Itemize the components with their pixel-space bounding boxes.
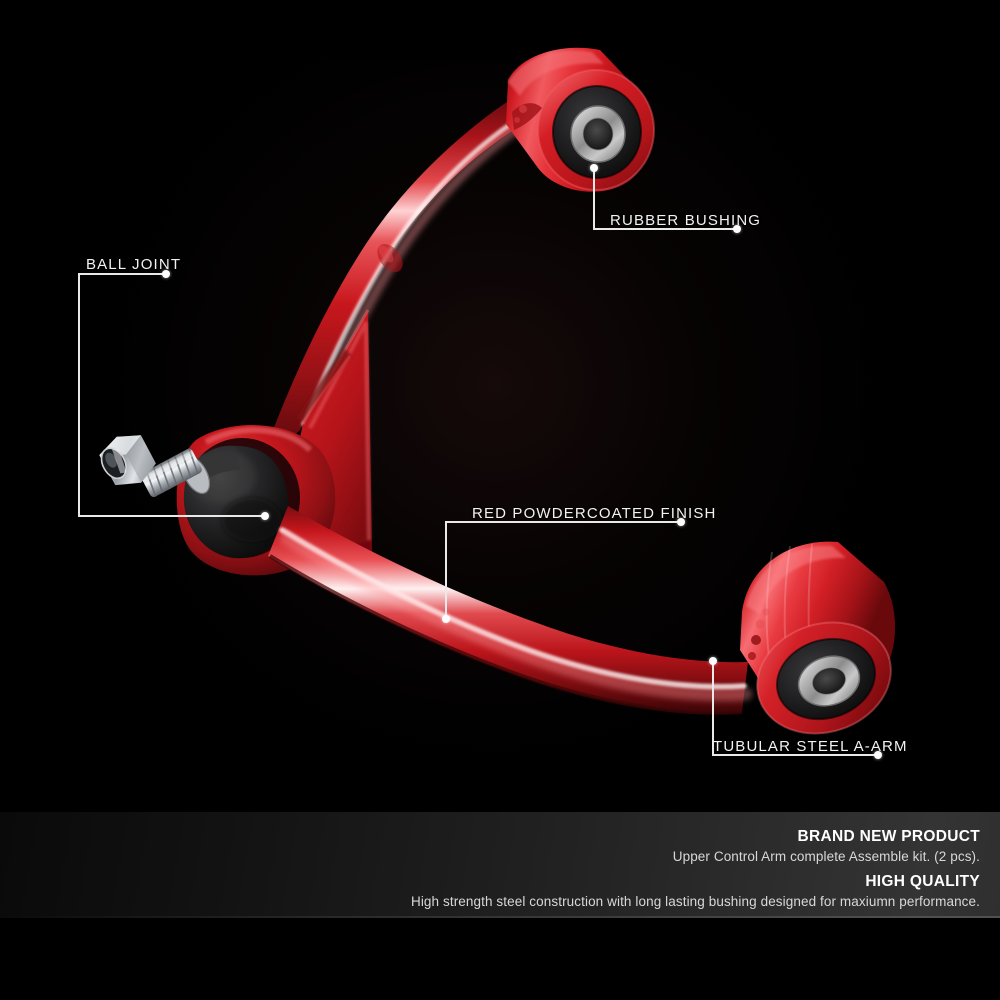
callout-tubular-steel-a-arm-label: TUBULAR STEEL A-ARM [713,738,908,755]
info-subtext-high-quality: High strength steel construction with lo… [410,894,980,910]
callout-tubular-steel-a-arm-dot-anchor [709,657,717,665]
callout-rubber-bushing-dot-anchor [590,164,598,172]
callout-red-powdercoated-finish-dot-label [677,518,685,526]
rubber-bushing-top [506,47,655,192]
callout-ball-joint-label: BALL JOINT [86,256,182,273]
product-info-band [0,812,1000,918]
callout-ball-joint-line-bottom [78,515,266,517]
rubber-bushing-lower [740,541,896,735]
callout-rubber-bushing-line-vertical [593,168,595,230]
callout-ball-joint-line-top [78,273,166,275]
callout-tubular-steel-a-arm-dot-label [874,751,882,759]
callout-rubber-bushing-line-bottom [593,228,737,230]
callout-red-powdercoated-finish-dot-anchor [442,615,450,623]
callout-red-powdercoated-finish-label: RED POWDERCOATED FINISH [472,505,717,522]
info-subtext-brand-new-product: Upper Control Arm complete Assemble kit.… [672,849,980,865]
info-heading-high-quality: HIGH QUALITY [865,873,980,890]
callout-red-powdercoated-finish-line-vertical [445,521,447,619]
info-block-brand-new-product: BRAND NEW PRODUCT Upper Control Arm comp… [673,827,980,867]
info-heading-brand-new-product: BRAND NEW PRODUCT [797,828,980,845]
lower-tube-arm [268,506,753,715]
callout-ball-joint-dot-label [162,270,170,278]
callout-rubber-bushing-dot-label [733,225,741,233]
callout-tubular-steel-a-arm-line-bottom [712,754,879,756]
callout-ball-joint-dot-anchor [261,512,269,520]
info-block-high-quality: HIGH QUALITY High strength steel constru… [411,872,980,912]
ball-joint-stud-and-nut [99,435,211,498]
callout-red-powdercoated-finish-line-top [445,521,682,523]
callout-tubular-steel-a-arm-line-vertical [712,661,714,756]
callout-ball-joint-line-vertical [78,273,80,517]
callout-rubber-bushing-label: RUBBER BUSHING [610,212,762,229]
